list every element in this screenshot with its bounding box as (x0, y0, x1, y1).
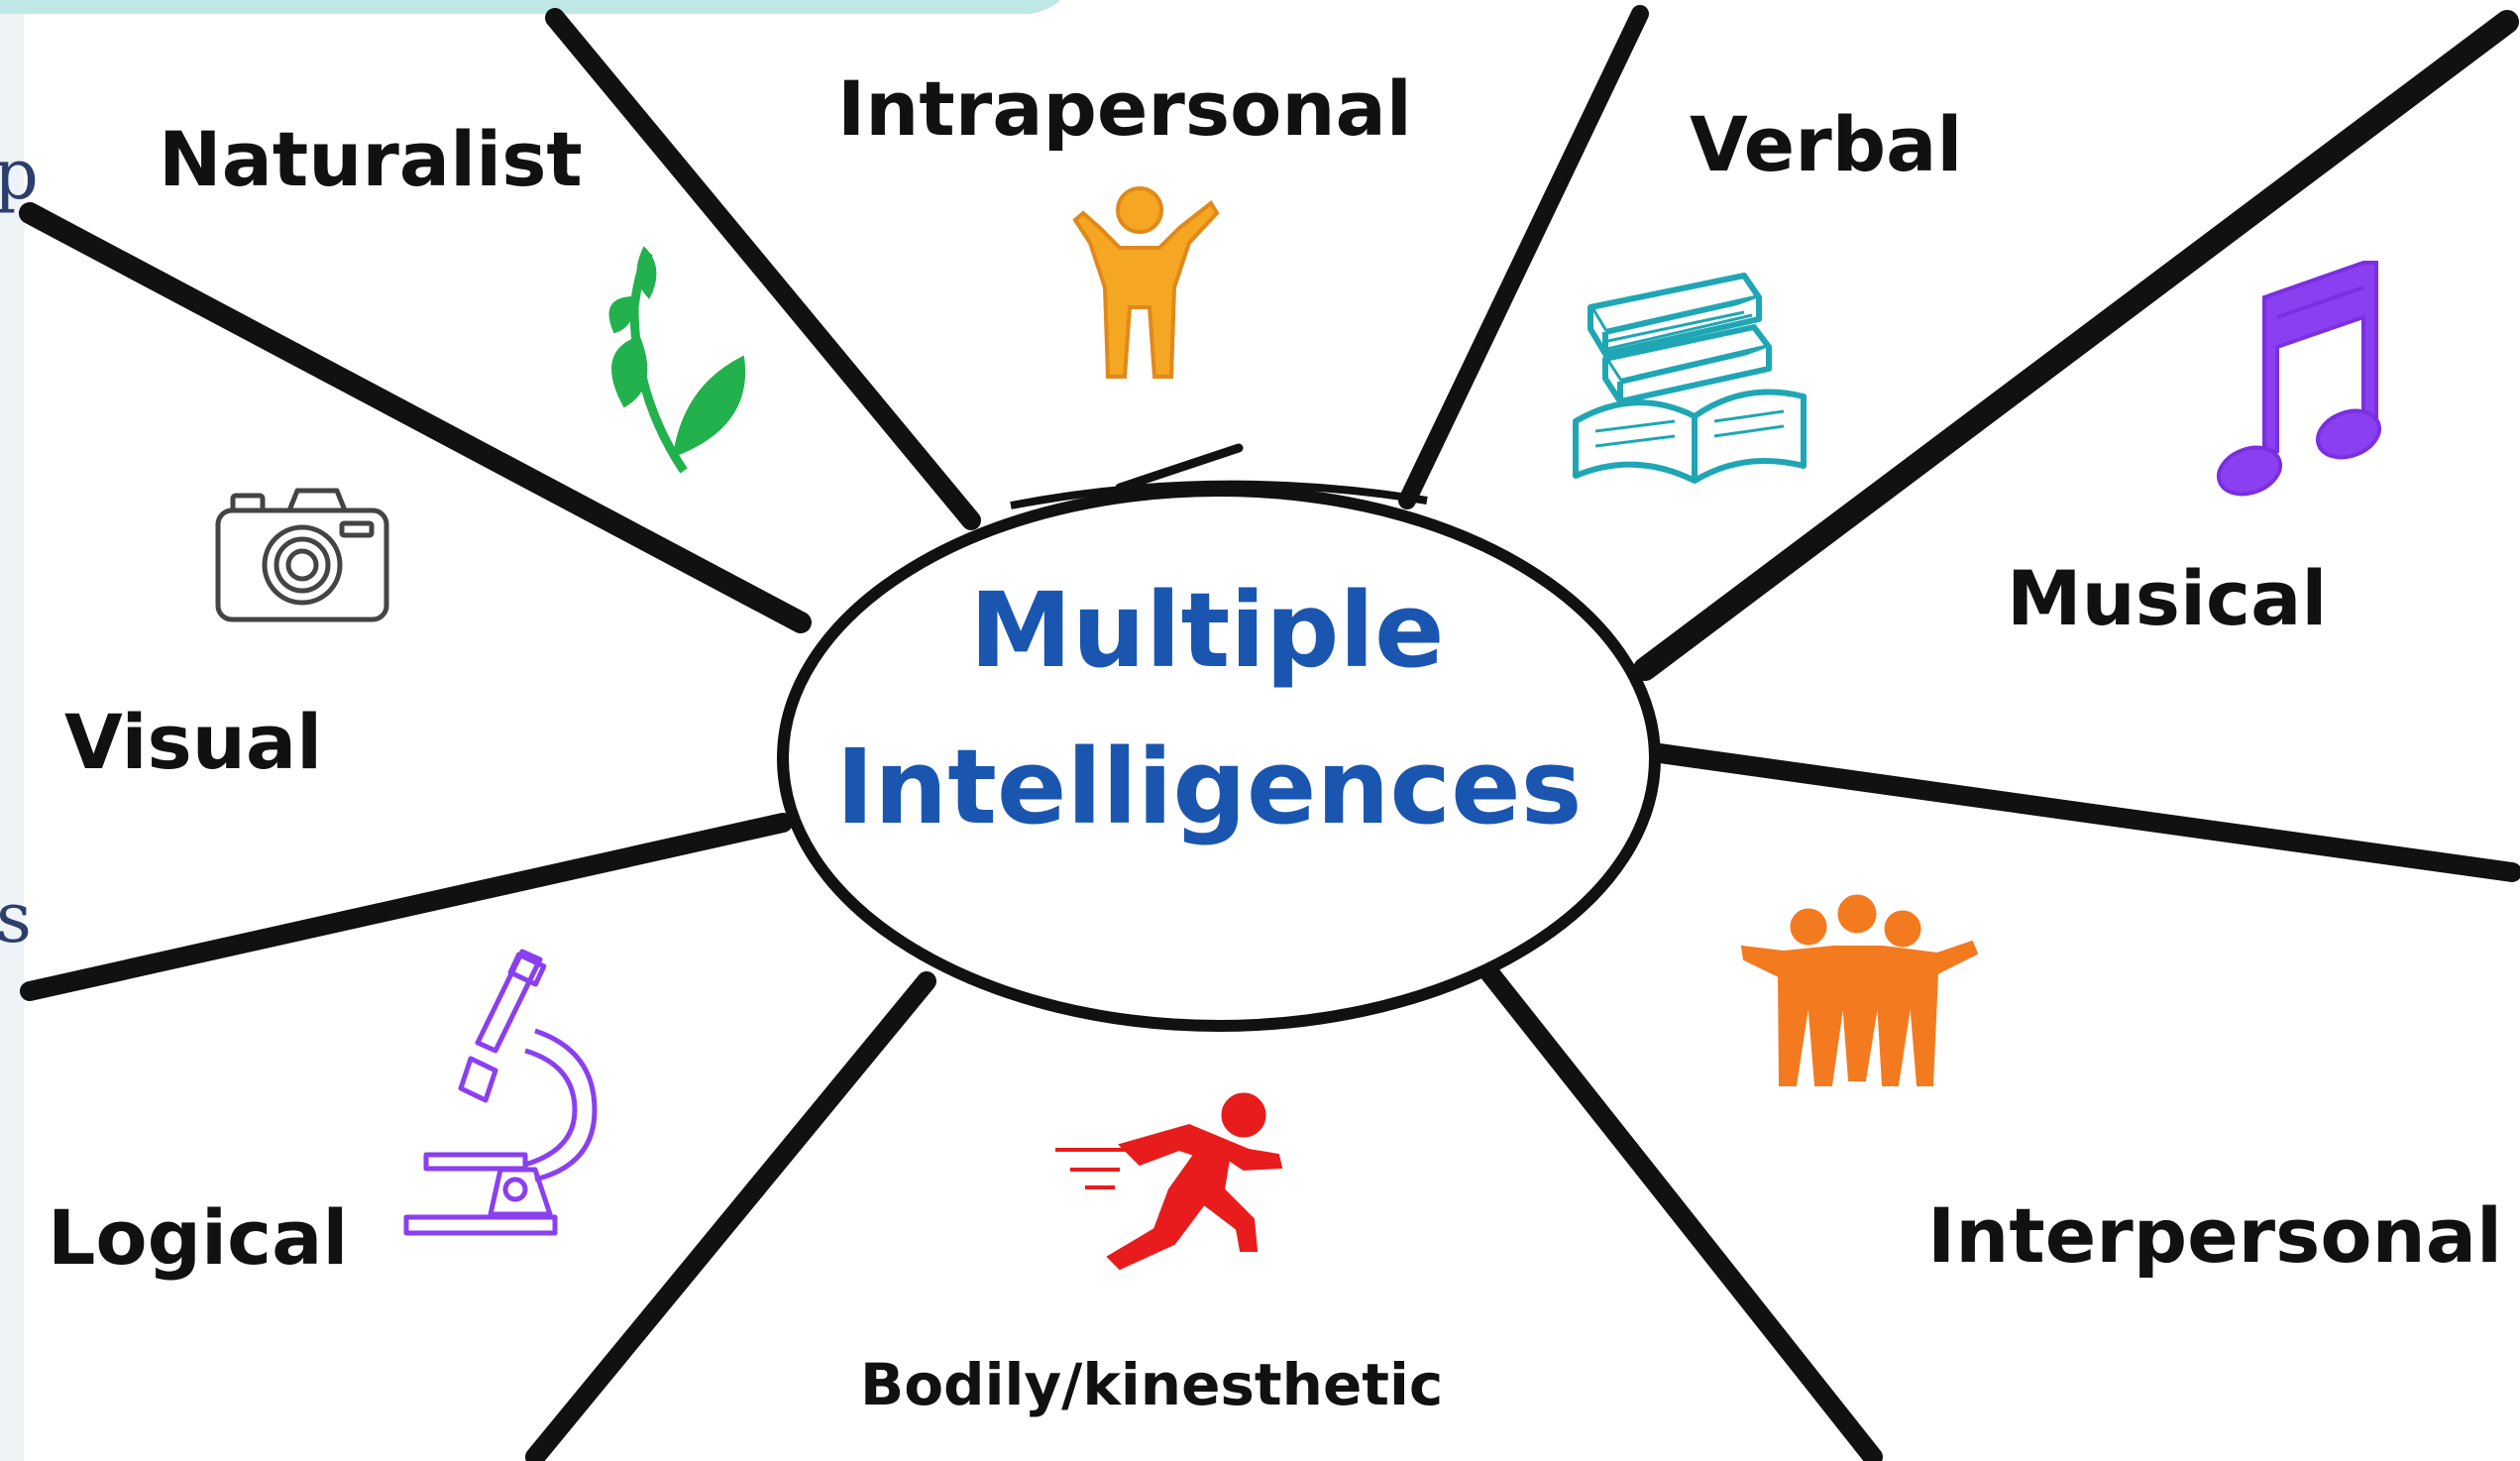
spoke-verbal-musical (1633, 10, 2519, 681)
center-oval-overlap (1010, 480, 1428, 509)
edge-glyph-bottom: s (0, 877, 32, 958)
runner-icon (1055, 1092, 1283, 1271)
music-note-icon (2217, 261, 2381, 497)
spoke-bodily-logical (525, 971, 936, 1461)
plant-icon (608, 246, 746, 474)
label-musical: Musical (2007, 554, 2327, 642)
label-verbal: Verbal (1690, 100, 1962, 188)
label-interpersonal: Interpersonal (1927, 1191, 2502, 1280)
label-naturalist: Naturalist (159, 115, 583, 203)
center-title-line1: Multiple (969, 570, 1444, 691)
edge-glyph-top: p (0, 134, 39, 215)
label-intrapersonal: Intrapersonal (837, 64, 1412, 153)
camera-icon (215, 488, 389, 622)
spoke-interpersonal-bodily (1467, 947, 1883, 1461)
center-oval (777, 485, 1661, 1032)
left-edge-strip (0, 0, 24, 1461)
spoke-intrapersonal-verbal (1398, 5, 1649, 509)
label-logical: Logical (48, 1193, 348, 1282)
books-icon (1573, 273, 1807, 484)
spoke-naturalist-left (19, 202, 812, 633)
spokes (19, 5, 2520, 1461)
spoke-logical-visual (20, 813, 793, 1001)
spoke-naturalist-intrapersonal (545, 8, 981, 530)
person-arms-up-icon (1072, 186, 1220, 379)
label-visual: Visual (64, 698, 322, 786)
spoke-musical-interpersonal (1650, 743, 2520, 882)
top-tab-bar (0, 0, 1060, 14)
center-title-line2: Intelligences (835, 727, 1582, 847)
spoke-extra-top (1115, 443, 1244, 493)
label-bodily: Bodily/kinesthetic (860, 1351, 1443, 1418)
microscope-icon (403, 949, 598, 1236)
group-hug-icon (1740, 894, 1979, 1086)
